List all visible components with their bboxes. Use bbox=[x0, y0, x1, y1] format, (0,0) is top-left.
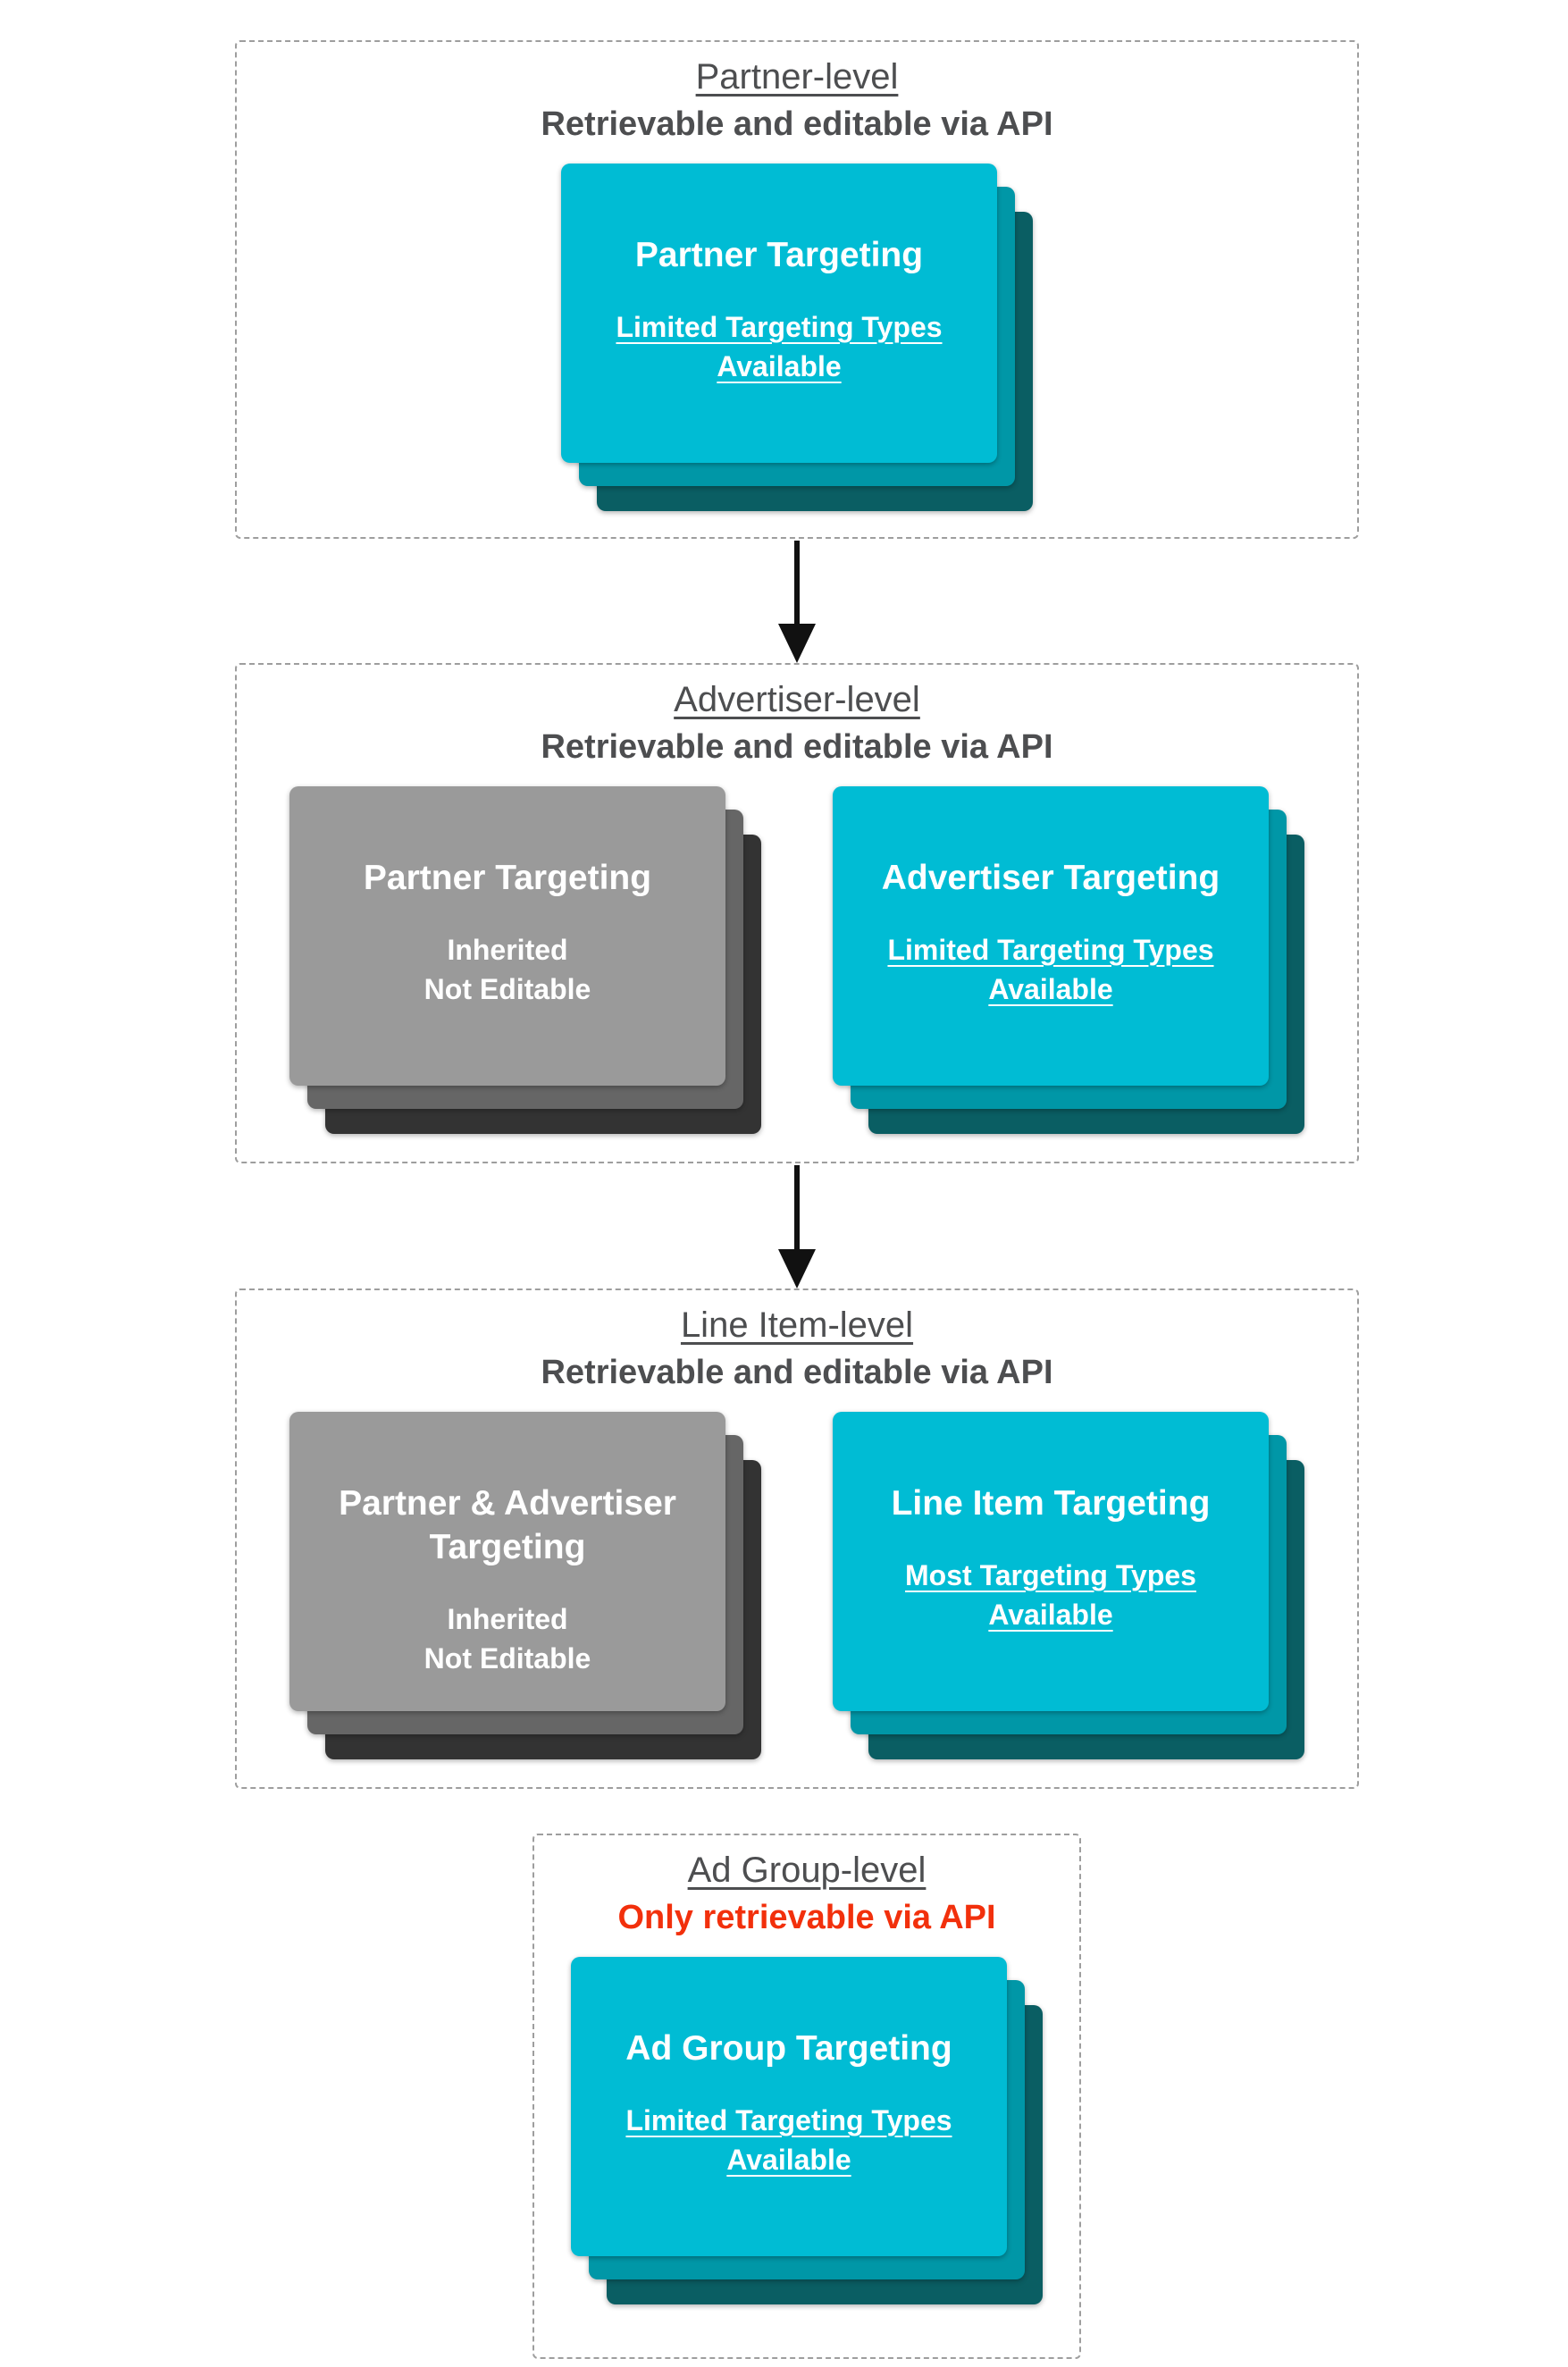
card-title: Partner Targeting bbox=[363, 859, 652, 897]
card-title: Ad Group Targeting bbox=[625, 2029, 952, 2068]
cards-row: Partner Targeting Inherited Not Editable… bbox=[237, 786, 1357, 1134]
card-title: Partner Targeting bbox=[634, 236, 924, 274]
section-advertiser-level: Advertiser-level Retrievable and editabl… bbox=[235, 663, 1359, 1163]
section-ad-group-level: Ad Group-level Only retrievable via API … bbox=[532, 1834, 1081, 2359]
card-face: Partner Targeting Inherited Not Editable bbox=[289, 786, 725, 1086]
arrow-shaft bbox=[794, 1165, 800, 1251]
section-subtitle: Retrievable and editable via API bbox=[541, 728, 1053, 766]
card-face: Partner Targeting Limited Targeting Type… bbox=[561, 164, 997, 463]
section-title: Partner-level bbox=[695, 57, 899, 97]
card-face: Advertiser Targeting Limited Targeting T… bbox=[833, 786, 1269, 1086]
card-body: Limited Targeting Types Available bbox=[625, 2104, 952, 2176]
arrow-head bbox=[778, 1249, 816, 1288]
card-face: Line Item Targeting Most Targeting Types… bbox=[833, 1412, 1269, 1711]
card-title: Partner & Advertiser Targeting bbox=[339, 1484, 676, 1566]
card-body: Limited Targeting Types Available bbox=[616, 311, 943, 382]
down-arrow-icon bbox=[778, 1165, 816, 1288]
card-title: Advertiser Targeting bbox=[881, 859, 1220, 897]
section-partner-level: Partner-level Retrievable and editable v… bbox=[235, 40, 1359, 539]
down-arrow-icon bbox=[778, 541, 816, 663]
card-face: Partner & Advertiser Targeting Inherited… bbox=[289, 1412, 725, 1711]
section-subtitle: Retrievable and editable via API bbox=[541, 1354, 1053, 1391]
card-stack-partner-targeting-inherited: Partner Targeting Inherited Not Editable bbox=[289, 786, 761, 1134]
card-stack-partner-targeting: Partner Targeting Limited Targeting Type… bbox=[561, 164, 1033, 511]
card-title: Line Item Targeting bbox=[891, 1484, 1211, 1523]
card-stack-advertiser-targeting: Advertiser Targeting Limited Targeting T… bbox=[833, 786, 1304, 1134]
cards-row: Partner Targeting Limited Targeting Type… bbox=[237, 164, 1357, 511]
section-title: Advertiser-level bbox=[674, 680, 920, 719]
card-face: Ad Group Targeting Limited Targeting Typ… bbox=[571, 1957, 1007, 2256]
section-title: Line Item-level bbox=[680, 1305, 914, 1345]
card-body: Inherited Not Editable bbox=[423, 934, 591, 1005]
card-stack-ad-group-targeting: Ad Group Targeting Limited Targeting Typ… bbox=[571, 1957, 1043, 2304]
card-body: Inherited Not Editable bbox=[423, 1603, 591, 1675]
section-line-item-level: Line Item-level Retrievable and editable… bbox=[235, 1288, 1359, 1789]
card-body: Limited Targeting Types Available bbox=[887, 934, 1214, 1005]
arrow-shaft bbox=[794, 541, 800, 625]
card-stack-partner-advertiser-targeting: Partner & Advertiser Targeting Inherited… bbox=[289, 1412, 761, 1759]
cards-row: Partner & Advertiser Targeting Inherited… bbox=[237, 1412, 1357, 1759]
section-subtitle: Only retrievable via API bbox=[617, 1899, 996, 1936]
arrow-head bbox=[778, 624, 816, 663]
cards-row: Ad Group Targeting Limited Targeting Typ… bbox=[534, 1957, 1079, 2304]
section-subtitle: Retrievable and editable via API bbox=[541, 105, 1053, 143]
section-title: Ad Group-level bbox=[687, 1851, 927, 1890]
card-stack-line-item-targeting: Line Item Targeting Most Targeting Types… bbox=[833, 1412, 1304, 1759]
card-body: Most Targeting Types Available bbox=[905, 1559, 1196, 1631]
